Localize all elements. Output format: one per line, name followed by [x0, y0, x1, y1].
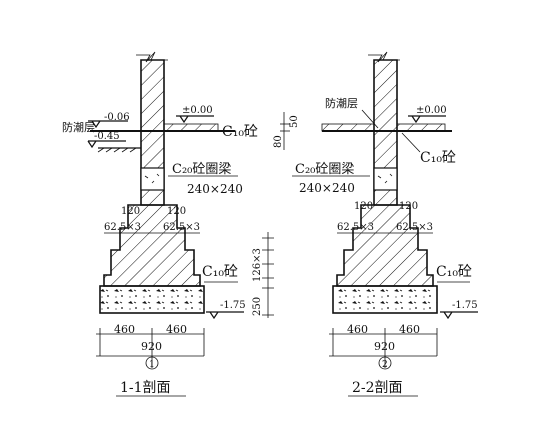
- step-left-1: 62.5×3: [104, 222, 141, 233]
- floor-elev-1: ±0.00: [182, 105, 213, 116]
- elev-bottom-2: -1.75: [452, 300, 478, 311]
- section-1-1: -0.06 防潮层 -0.45 ±0.00 C₁₀砼 80 50 C₂₀砼圈梁 …: [62, 51, 300, 397]
- elev-neg045: -0.45: [94, 131, 120, 142]
- c10-bottom-label-1: C₁₀砼: [202, 264, 238, 280]
- dim-120-right-1: 120: [167, 206, 186, 217]
- c10-bottom-label-2: C₁₀砼: [436, 264, 472, 280]
- ring-beam-1: [140, 167, 165, 191]
- floor-elev-2: ±0.00: [416, 105, 447, 116]
- section-title-1: 1-1剖面: [120, 380, 171, 396]
- beam-size-1: 240×240: [187, 182, 243, 196]
- dim-250: 250: [252, 297, 263, 316]
- dim-920-2: 920: [374, 340, 395, 353]
- footing-1: [103, 204, 201, 287]
- step-right-2: 62.5×3: [396, 222, 433, 233]
- ring-beam-2: [373, 167, 398, 191]
- dim-460-right-1: 460: [166, 323, 187, 336]
- section-number-1: 1: [149, 360, 155, 370]
- section-title-2: 2-2剖面: [352, 380, 403, 396]
- dpc-label-2: 防潮层: [325, 96, 358, 110]
- dim-50: 50: [289, 115, 300, 128]
- dim-460-right-2: 460: [399, 323, 420, 336]
- elev-neg006: -0.06: [104, 112, 130, 123]
- dim-120-left-2: 120: [354, 201, 373, 212]
- c10-top-label-2: C₁₀砼: [420, 150, 456, 166]
- dim-920-1: 920: [141, 340, 162, 353]
- dim-460-left-2: 460: [347, 323, 368, 336]
- section-2-2: 防潮层 ±0.00 C₁₀砼 C₂₀砼圈梁 240×240 120 120 62…: [292, 51, 478, 397]
- dim-460-left-1: 460: [114, 323, 135, 336]
- beam-size-2: 240×240: [299, 181, 355, 195]
- c10-top-label-1: C₁₀砼: [222, 124, 258, 140]
- dim-126x3: 126×3: [252, 248, 263, 282]
- section-number-2: 2: [382, 360, 388, 370]
- step-right-1: 62.5×3: [163, 222, 200, 233]
- beam-label-2: C₂₀砼圈梁: [295, 162, 354, 177]
- footing-2: [336, 204, 434, 287]
- dim-120-left-1: 120: [121, 206, 140, 217]
- dim-80: 80: [273, 135, 284, 148]
- c10-pad-1: [99, 285, 205, 314]
- dpc-label-1: 防潮层: [62, 120, 95, 134]
- step-left-2: 62.5×3: [337, 222, 374, 233]
- c10-pad-2: [332, 285, 438, 314]
- elev-bottom-1: -1.75: [220, 300, 246, 311]
- dim-120-right-2: 120: [399, 201, 418, 212]
- beam-label-1: C₂₀砼圈梁: [172, 162, 231, 177]
